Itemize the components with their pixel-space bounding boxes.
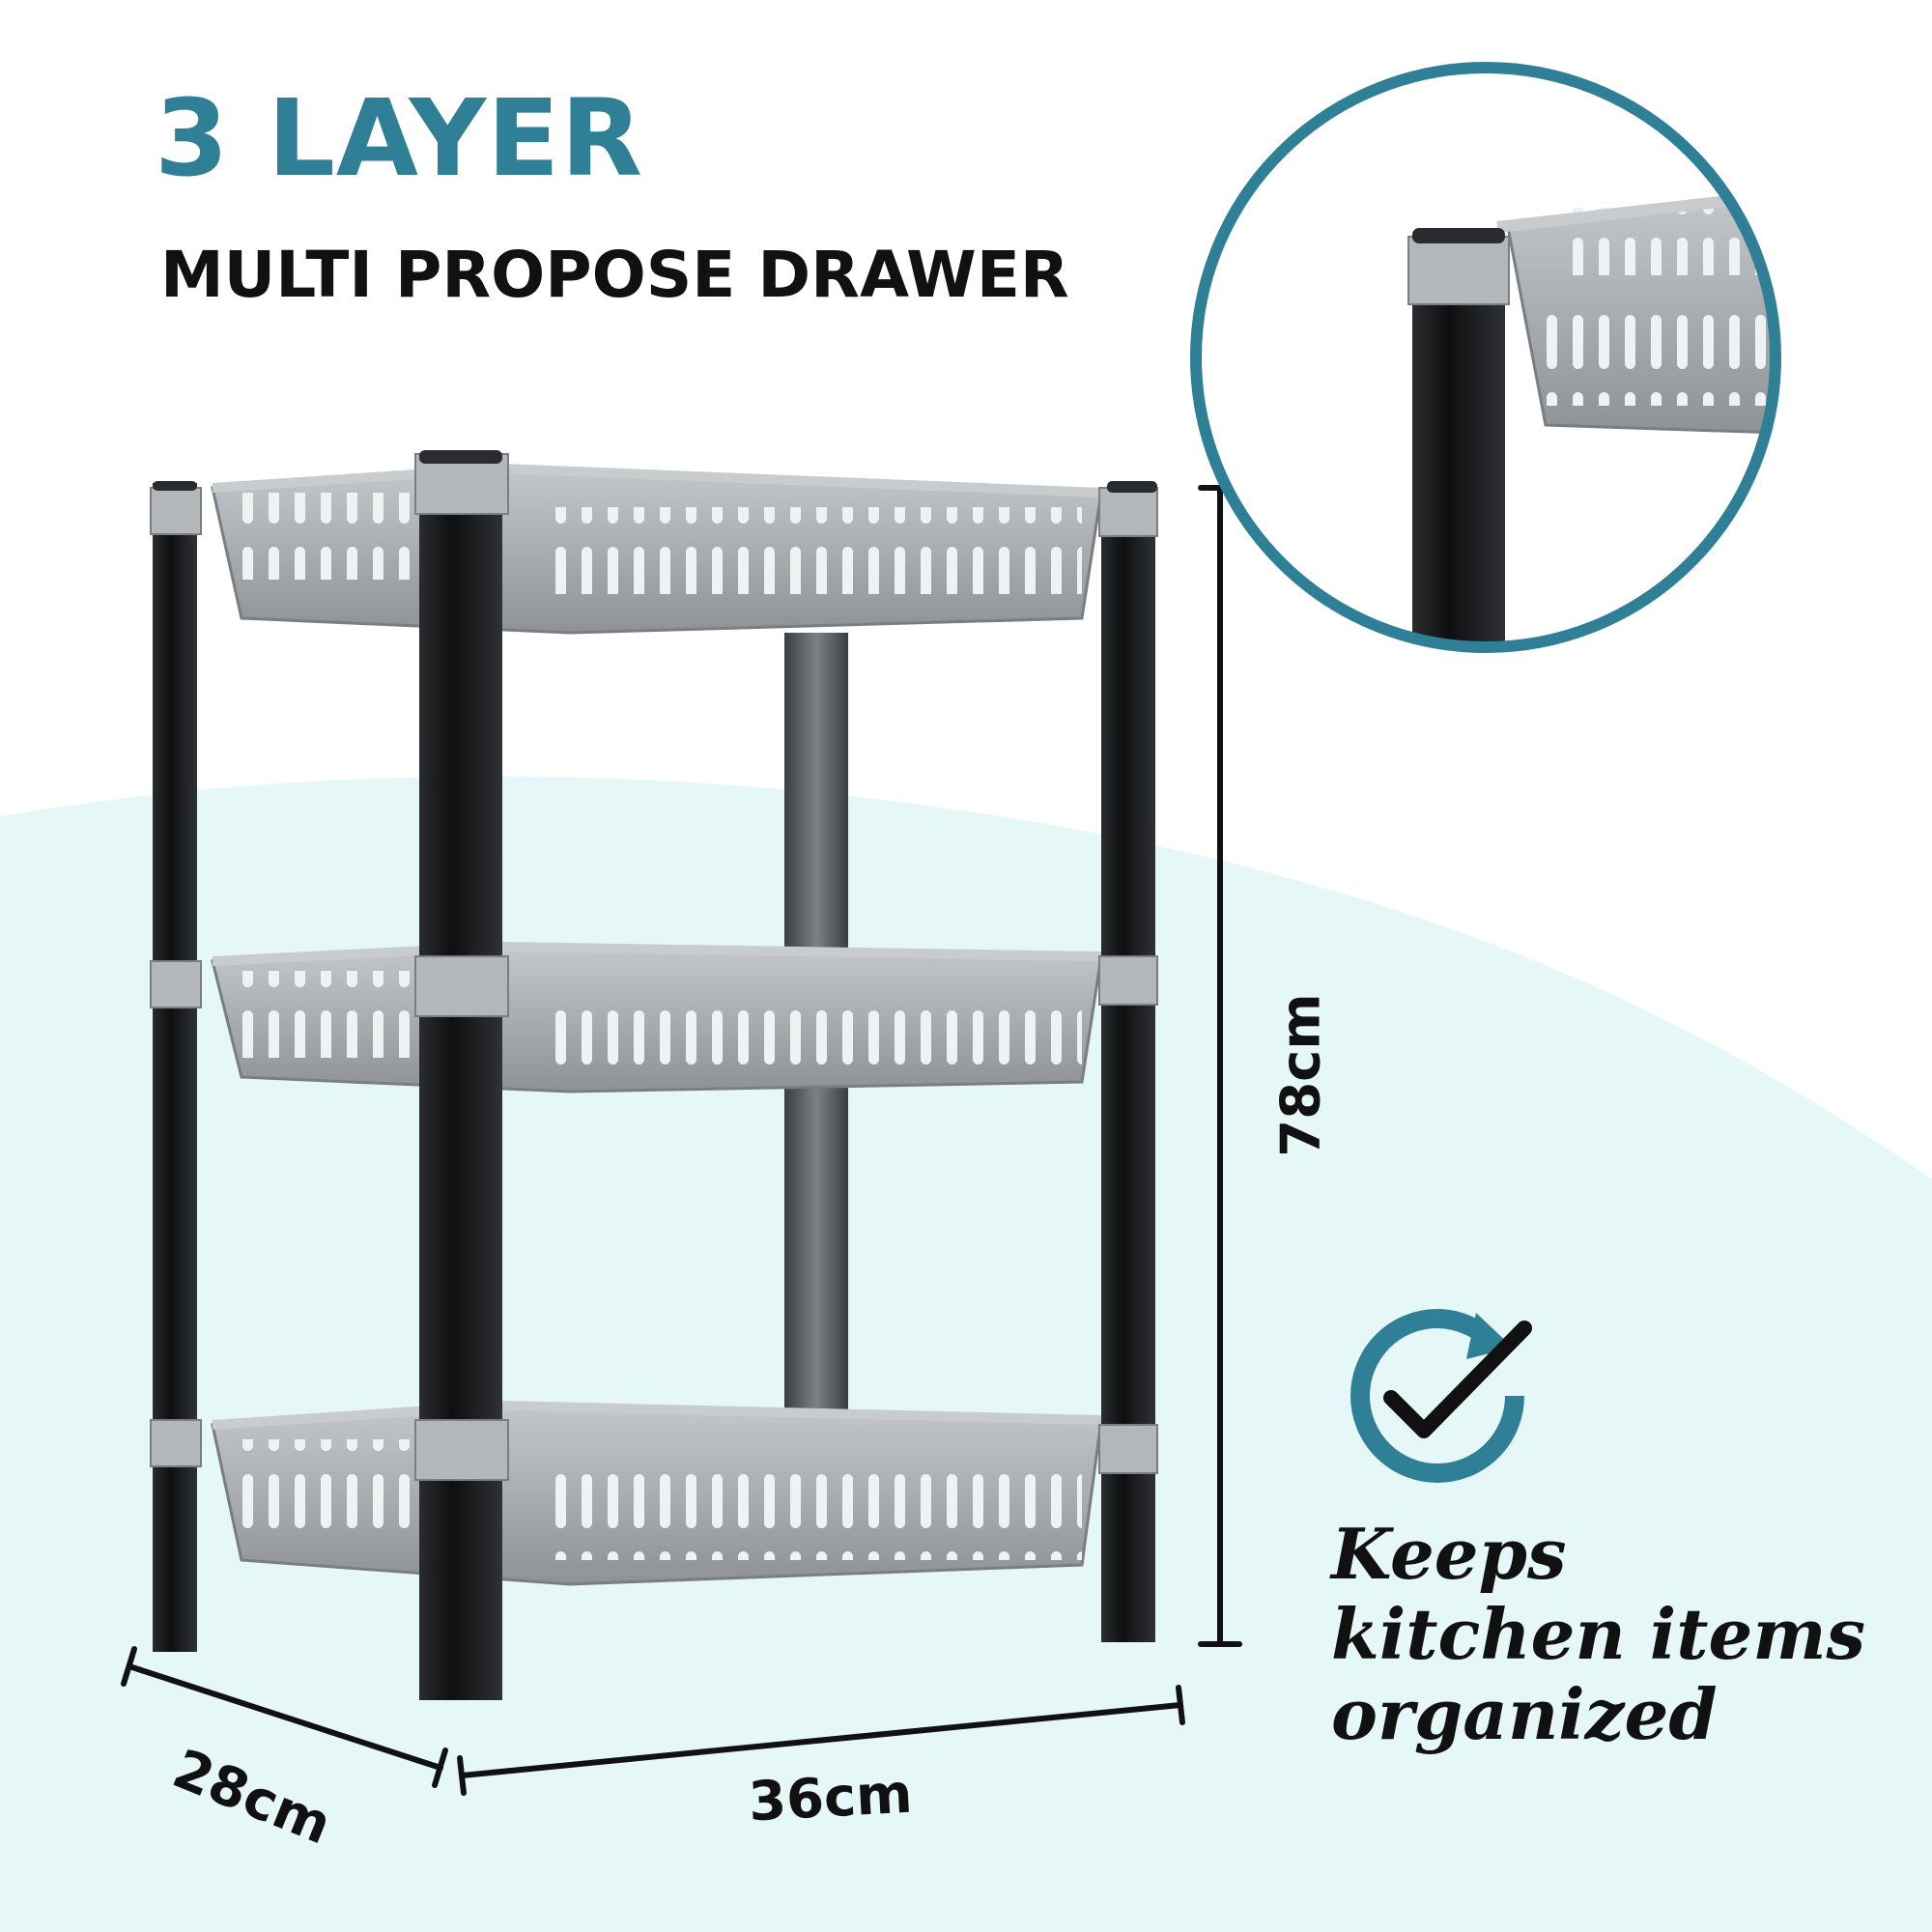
depth-line (127, 1663, 443, 1771)
width-label: 36cm (747, 1762, 915, 1834)
feature-line: Keeps (1331, 1513, 1567, 1595)
shelf-middle (211, 941, 1103, 1094)
feature-line: organized (1331, 1672, 1718, 1755)
refresh-check-icon (1350, 1309, 1532, 1483)
shelf-bottom (211, 1400, 1103, 1586)
zoom-circle-border (1190, 62, 1781, 653)
width-line (459, 1702, 1183, 1778)
shelf-top (211, 463, 1103, 635)
page-subtitle: MULTI PROPOSE DRAWER (160, 238, 1069, 312)
rear-left-leg (153, 483, 197, 1652)
dimension-lines (121, 485, 1242, 1796)
page-title: 3 LAYER (155, 76, 644, 200)
feature-line: kitchen items (1331, 1592, 1866, 1675)
front-left-leg (419, 483, 502, 1700)
feature-text: Keeps kitchen items organized (1331, 1513, 1872, 1755)
height-label: 78cm (1269, 993, 1333, 1157)
